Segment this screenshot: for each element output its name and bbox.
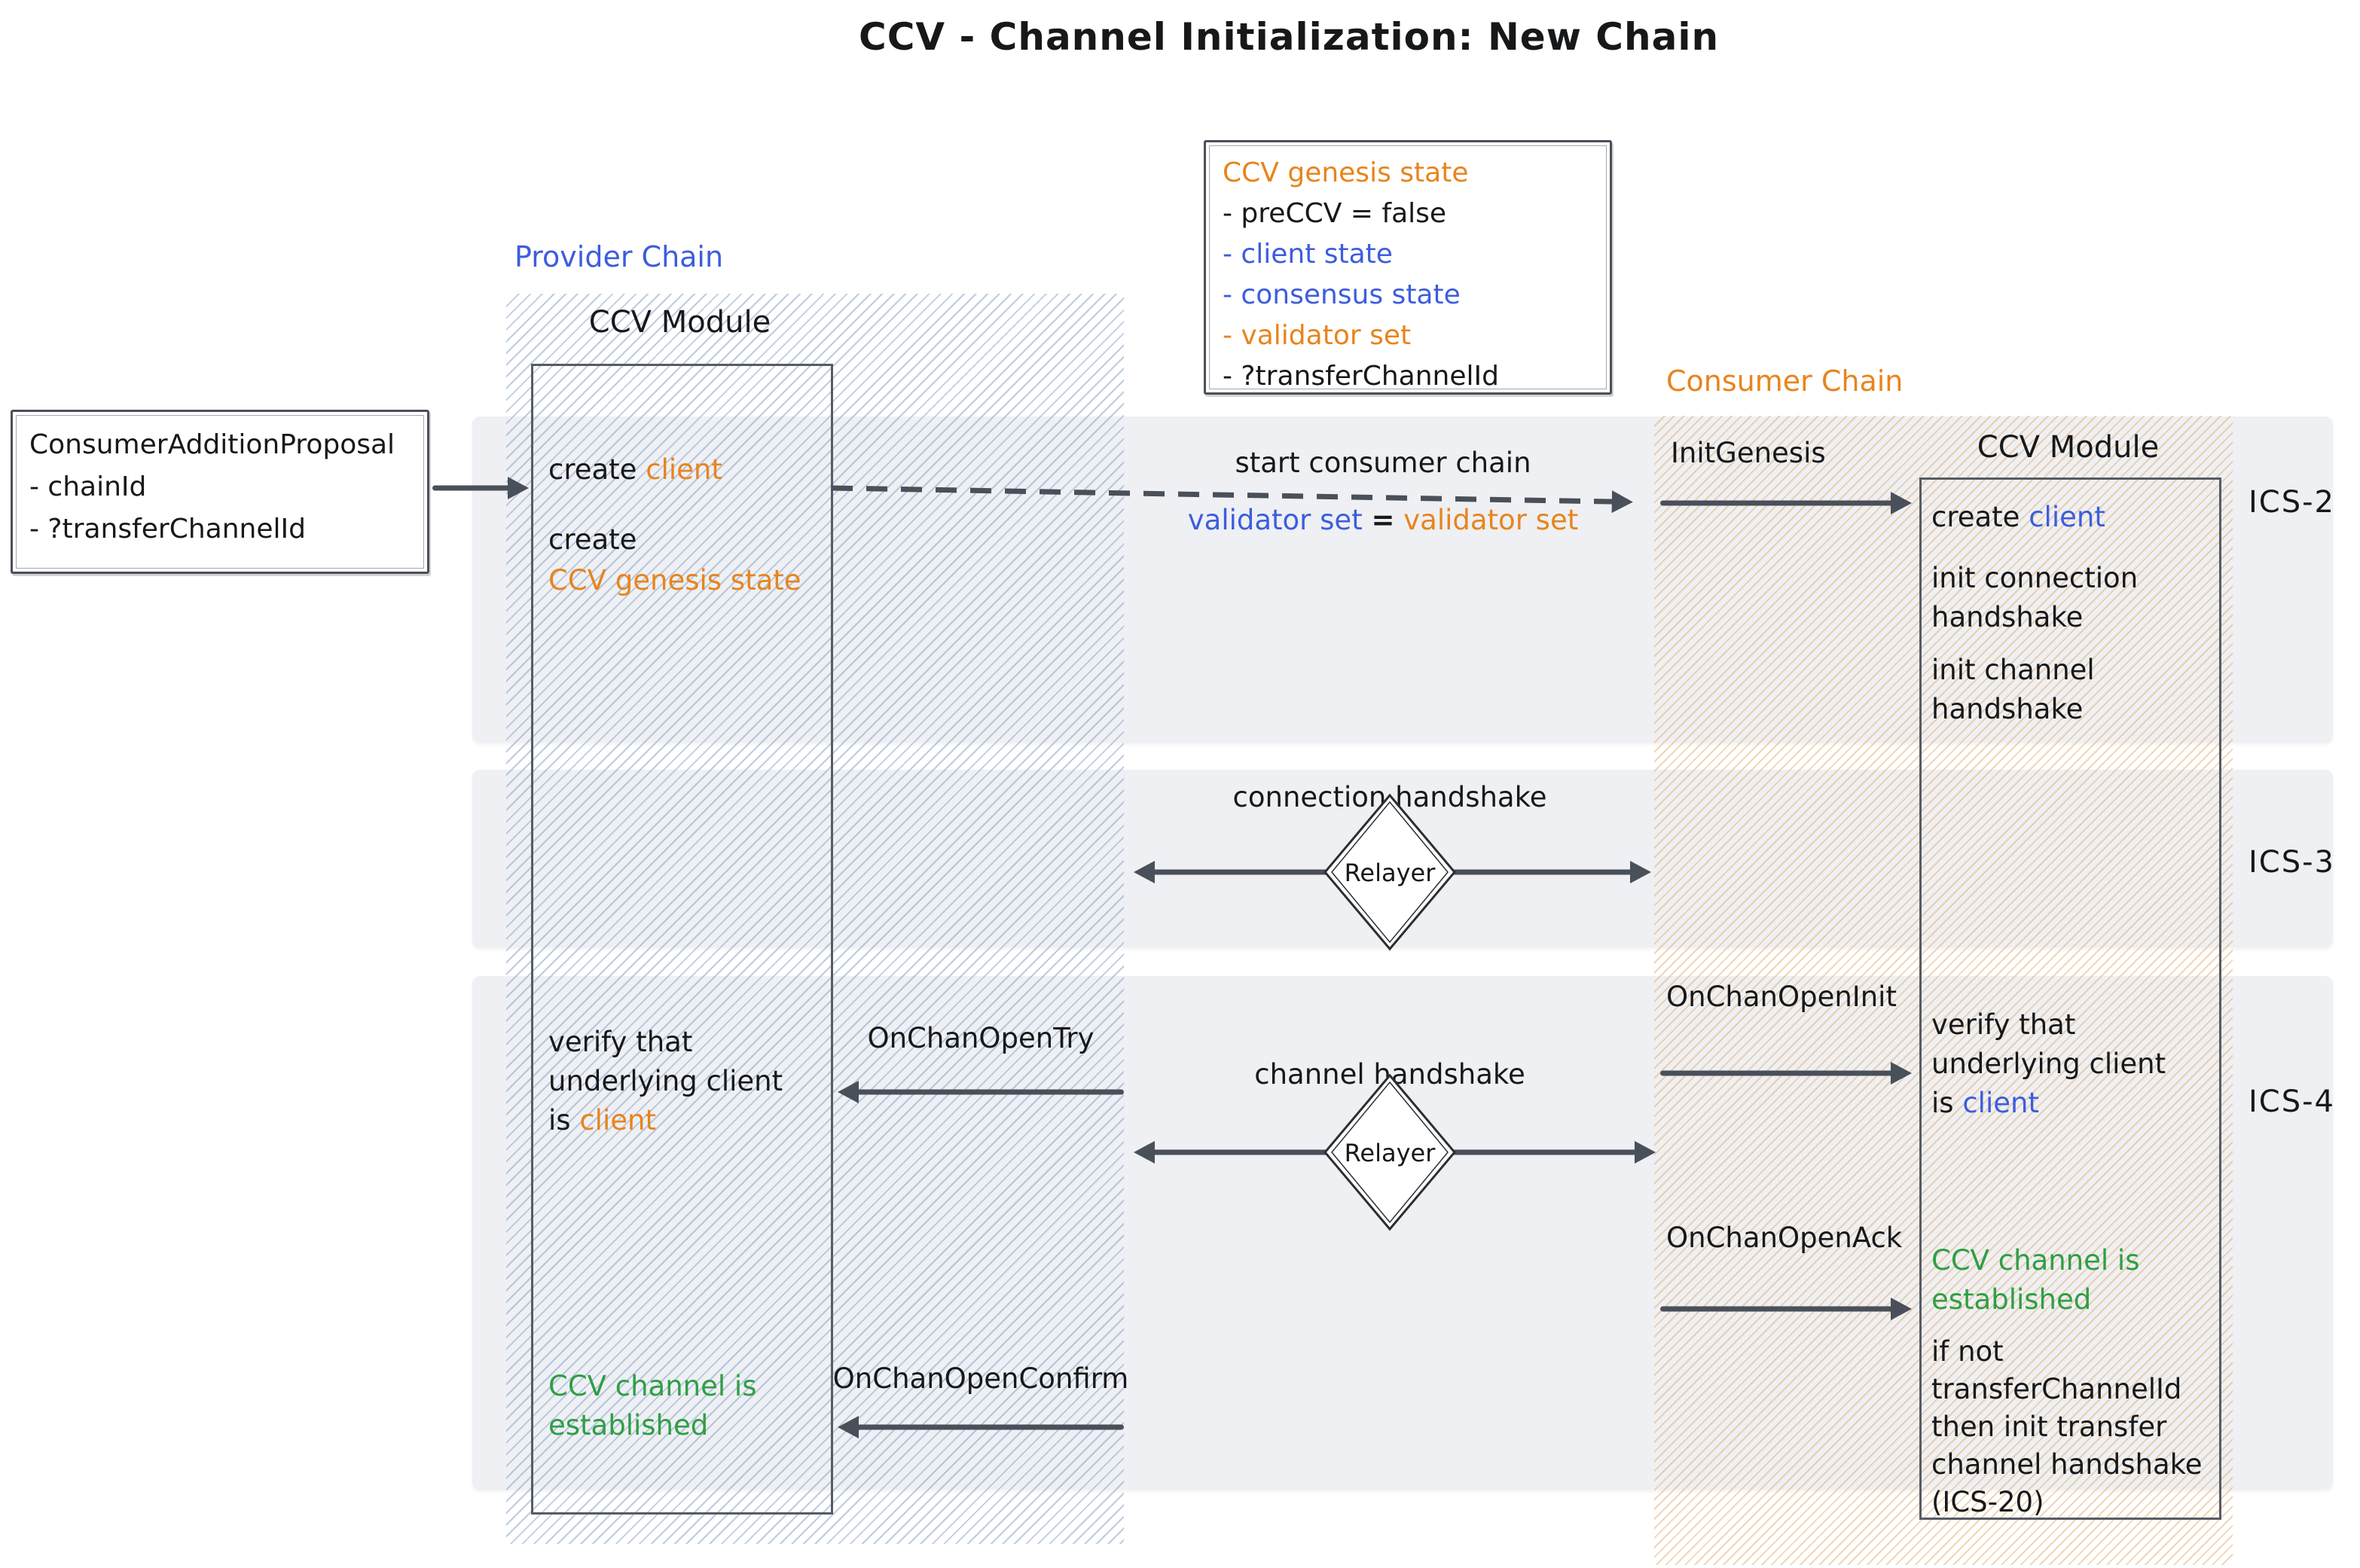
relayer-ics3-left-arrow xyxy=(1134,861,1331,883)
create-word: create xyxy=(548,453,646,486)
provider-module-label: CCV Module xyxy=(588,305,771,340)
validator-set-consumer: validator set xyxy=(1403,504,1579,536)
relayer-label: Relayer xyxy=(1345,1139,1436,1167)
arrow-head xyxy=(1891,1062,1912,1084)
client-word: client xyxy=(579,1104,656,1136)
consumer-addition-proposal-box: ConsumerAdditionProposal - chainId - ?tr… xyxy=(11,410,429,574)
on-chan-open-try-label: OnChanOpenTry xyxy=(867,1022,1095,1054)
arrow-shaft xyxy=(856,1089,1124,1095)
arrow-head xyxy=(1635,1141,1656,1164)
provider-ccv-module-box xyxy=(531,364,833,1515)
init-genesis-arrow xyxy=(1660,492,1912,514)
consumer-verify-text: verify that underlying client is client xyxy=(1931,1005,2210,1123)
proposal-item-transfer-channel-id: - ?transferChannelId xyxy=(29,514,306,545)
provider-create-client-text: create client xyxy=(548,456,722,484)
arrow-shaft xyxy=(1448,869,1633,875)
on-chan-open-confirm-label: OnChanOpenConfirm xyxy=(832,1362,1129,1395)
lane-label-ics3: ICS-3 xyxy=(2249,845,2335,880)
consumer-module-label: CCV Module xyxy=(1977,430,2160,465)
verify-line1: verify that xyxy=(548,1026,693,1058)
start-consumer-chain-label: start consumer chain xyxy=(1235,447,1531,479)
consumer-chain-region xyxy=(1654,416,2233,1565)
verify-line2: underlying client xyxy=(1931,1048,2166,1080)
verify-line1: verify that xyxy=(1931,1008,2076,1041)
provider-verify-text: verify that underlying client is client xyxy=(548,1023,827,1140)
relayer-diamond-ics4: Relayer xyxy=(1323,1073,1456,1231)
provider-chain-region xyxy=(506,294,1124,1544)
on-chan-open-ack-label: OnChanOpenAck xyxy=(1666,1222,1903,1254)
lane-label-ics2: ICS-2 xyxy=(2249,485,2335,520)
genesis-item-consensus-state: - consensus state xyxy=(1223,279,1461,310)
on-chan-open-init-label: OnChanOpenInit xyxy=(1666,981,1897,1013)
provider-create-genesis-line1: create xyxy=(548,523,637,556)
arrow-head xyxy=(1630,861,1651,883)
on-chan-open-confirm-arrow xyxy=(838,1416,1124,1438)
consumer-init-connection-text: init connection handshake xyxy=(1931,562,2139,633)
relayer-ics4-right-arrow xyxy=(1448,1141,1656,1164)
arrow-head xyxy=(508,477,529,499)
on-chan-open-init-arrow xyxy=(1660,1062,1912,1084)
relayer-ics4-left-arrow xyxy=(1134,1141,1331,1164)
arrow-shaft xyxy=(1152,1149,1331,1155)
relayer-ics3-right-arrow xyxy=(1448,861,1651,883)
arrow-shaft xyxy=(1660,1070,1894,1076)
arrow-head xyxy=(1134,861,1155,883)
client-word: client xyxy=(2029,501,2105,533)
established-line1: CCV channel is xyxy=(548,1370,757,1402)
consumer-channel-established-text: CCV channel is established xyxy=(1931,1241,2210,1319)
proposal-title: ConsumerAdditionProposal xyxy=(29,429,395,460)
arrow-head xyxy=(838,1081,859,1103)
equals-sign: = xyxy=(1371,504,1395,536)
on-chan-open-ack-arrow xyxy=(1660,1298,1912,1320)
arrow-head xyxy=(838,1416,859,1438)
lane-label-ics4: ICS-4 xyxy=(2249,1084,2335,1119)
validator-set-provider: validator set xyxy=(1187,504,1363,536)
genesis-item-preccv: - preCCV = false xyxy=(1223,198,1447,229)
provider-create-genesis-line2: CCV genesis state xyxy=(548,564,801,596)
provider-chain-label: Provider Chain xyxy=(514,240,724,273)
consumer-chain-label: Consumer Chain xyxy=(1666,365,1904,398)
consumer-init-channel-text: init channel handshake xyxy=(1931,654,2095,725)
arrow-head xyxy=(1134,1141,1155,1164)
proposal-item-chain-id: - chainId xyxy=(29,471,147,502)
arrow-shaft xyxy=(856,1424,1124,1430)
consumer-ccv-module-box xyxy=(1919,477,2221,1520)
client-word: client xyxy=(1962,1087,2039,1119)
diagram-title: CCV - Channel Initialization: New Chain xyxy=(859,15,1720,59)
genesis-item-client-state: - client state xyxy=(1223,239,1393,270)
genesis-item-transfer-channel-id: - ?transferChannelId xyxy=(1223,361,1499,392)
relayer-label: Relayer xyxy=(1345,859,1436,887)
arrow-head xyxy=(1891,1298,1912,1320)
established-line2: established xyxy=(548,1409,709,1441)
init-genesis-label: InitGenesis xyxy=(1671,437,1826,469)
create-word: create xyxy=(1931,501,2029,533)
arrow-shaft xyxy=(432,485,511,491)
consumer-create-client-text: create client xyxy=(1931,503,2105,531)
genesis-item-validator-set: - validator set xyxy=(1223,320,1412,351)
verify-line3: is client xyxy=(548,1104,656,1136)
ccv-genesis-state-box: CCV genesis state - preCCV = false - cli… xyxy=(1204,140,1612,395)
consumer-transfer-note-text: if not transferChannelId then init trans… xyxy=(1931,1335,2203,1518)
validator-set-equation: validator set = validator set xyxy=(1082,506,1684,534)
provider-channel-established-text: CCV channel is established xyxy=(548,1367,827,1445)
proposal-to-provider-arrow xyxy=(432,477,529,499)
arrow-shaft xyxy=(1448,1149,1638,1155)
genesis-title: CCV genesis state xyxy=(1223,157,1469,188)
verify-line2: underlying client xyxy=(548,1065,783,1097)
arrow-shaft xyxy=(1152,869,1331,875)
on-chan-open-try-arrow xyxy=(838,1081,1124,1103)
arrow-shaft xyxy=(1660,1306,1894,1312)
verify-line3: is client xyxy=(1931,1087,2039,1119)
established-line2: established xyxy=(1931,1283,2092,1316)
relayer-diamond-ics3: Relayer xyxy=(1323,793,1456,951)
arrow-head xyxy=(1891,492,1912,514)
established-line1: CCV channel is xyxy=(1931,1244,2140,1277)
arrow-shaft xyxy=(1660,500,1894,506)
client-word: client xyxy=(646,453,722,486)
